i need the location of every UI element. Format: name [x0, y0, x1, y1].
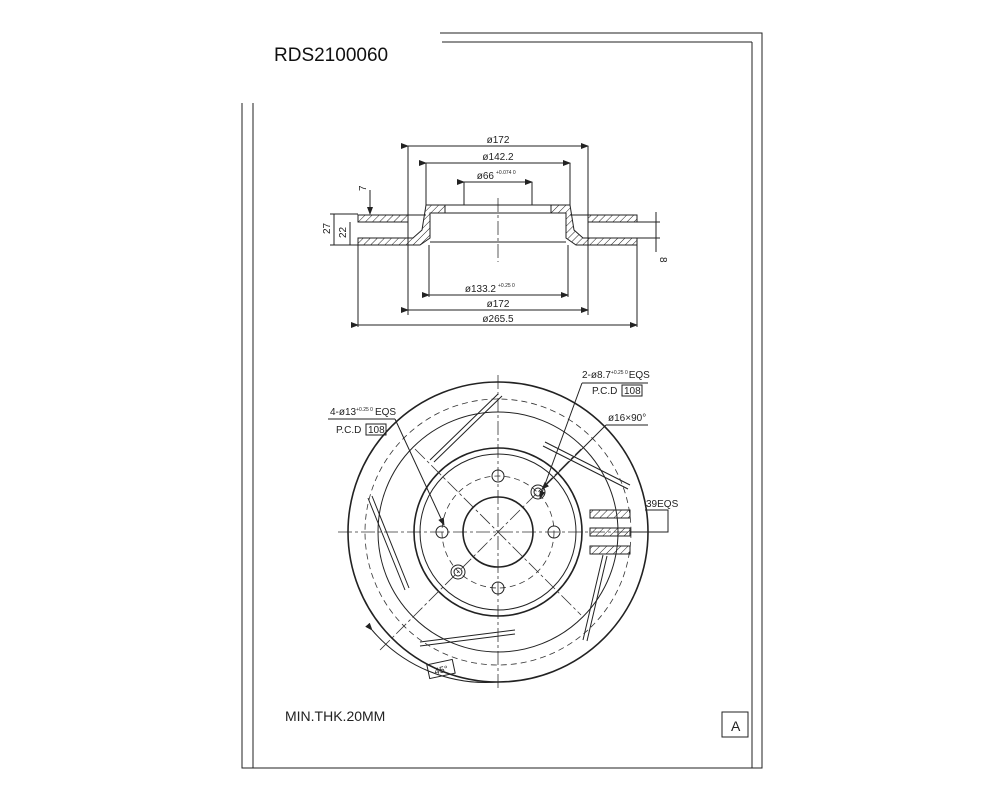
- dim-27: 27: [322, 222, 333, 234]
- dim-265: ø265.5: [482, 314, 514, 325]
- dim-7: 7: [358, 185, 369, 191]
- dim-133: ø133.2: [465, 284, 497, 295]
- sheet-box: [721, 711, 749, 738]
- dim-66: ø66: [477, 171, 495, 182]
- min-thickness-note: MIN.THK.20MM: [285, 708, 385, 724]
- pcd-label-1: P.C.D: [336, 425, 361, 436]
- chamfer-label: ø16×90°: [608, 413, 646, 424]
- dim-172-bottom: ø172: [487, 299, 510, 310]
- vanes-label: 39EQS: [646, 499, 679, 510]
- front-view: [328, 375, 669, 690]
- dim-133-tol: +0.25 0: [498, 283, 515, 289]
- pcd-value-2: 108: [624, 386, 641, 397]
- angle-label: 45°: [434, 664, 450, 677]
- dim-66-tol: +0.074 0: [496, 170, 516, 176]
- drawing-frame: [241, 32, 763, 769]
- dim-22: 22: [338, 226, 349, 238]
- dim-172-top: ø172: [487, 135, 510, 146]
- section-view: [330, 143, 660, 328]
- dim-8: 8: [657, 257, 668, 263]
- sheet-mark: A: [731, 718, 741, 734]
- dim-142: ø142.2: [482, 152, 514, 163]
- pin-holes-label: 2-ø8.7+0.25 0EQS: [582, 370, 650, 381]
- part-number-title: RDS2100060: [274, 45, 389, 66]
- pcd-label-2: P.C.D: [592, 386, 617, 397]
- pcd-value-1: 108: [368, 425, 385, 436]
